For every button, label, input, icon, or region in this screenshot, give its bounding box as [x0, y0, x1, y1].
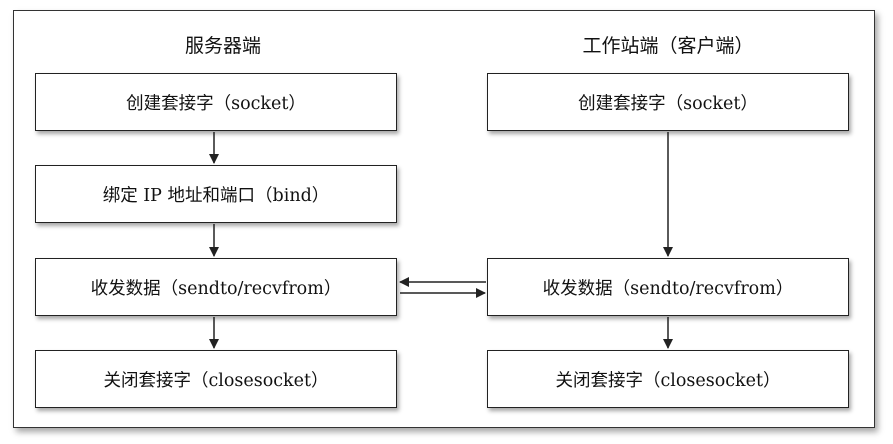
client-close-socket-box: 关闭套接字（closesocket） [487, 350, 849, 408]
server-column-title: 服务器端 [184, 35, 261, 57]
server-create-socket-box: 创建套接字（socket） [35, 73, 397, 131]
client-column-title: 工作站端（客户端） [582, 35, 754, 57]
client-transfer-box: 收发数据（sendto/recvfrom） [487, 258, 849, 316]
server-bind-box: 绑定 IP 地址和端口（bind） [35, 165, 397, 223]
server-close-socket-box: 关闭套接字（closesocket） [35, 350, 397, 408]
server-transfer-box: 收发数据（sendto/recvfrom） [35, 258, 397, 316]
client-create-socket-box: 创建套接字（socket） [487, 73, 849, 131]
